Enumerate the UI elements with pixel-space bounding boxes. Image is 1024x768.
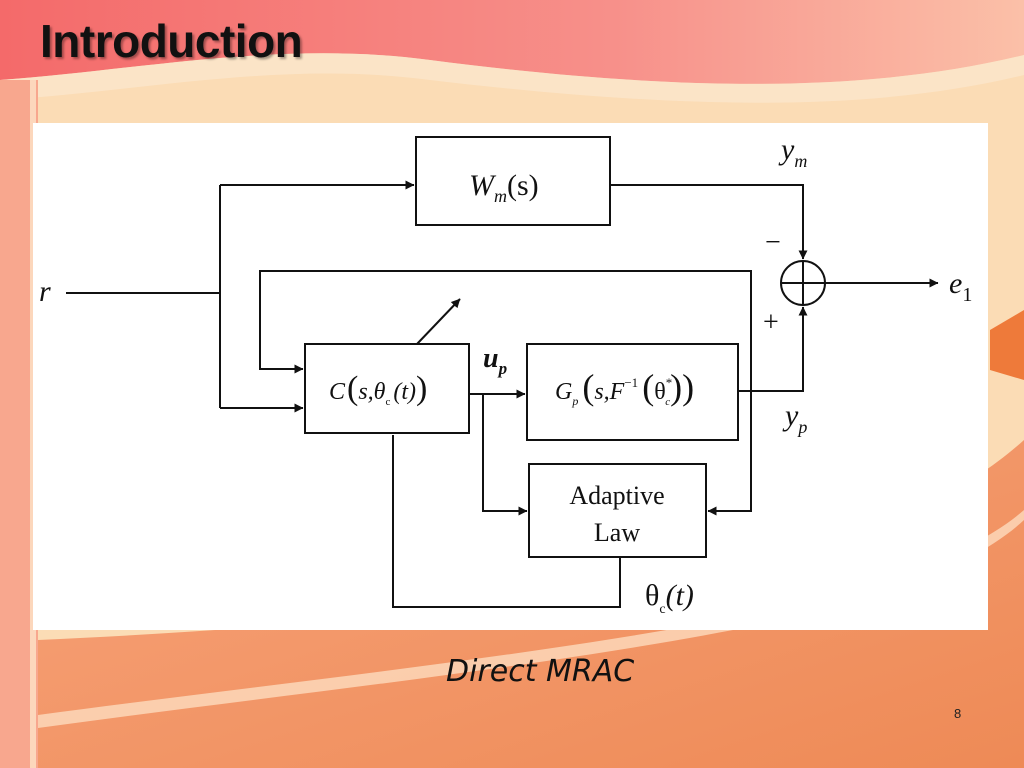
summing-plus-label: +	[763, 307, 779, 338]
controller-label: C(s,θc(t))	[329, 370, 427, 408]
mrac-block-diagram: Wm(s) ym r − + e1 C(s,θc(t)) up Gp(s,F−1…	[33, 123, 988, 630]
slide-title: Introduction	[40, 15, 303, 67]
error-e1-label: e1	[949, 267, 972, 306]
arrow-yp-to-sum	[738, 306, 808, 392]
diagram-caption: Direct MRAC	[446, 654, 635, 689]
arrow-feedback-to-controller	[259, 270, 752, 391]
adaptive-law-label-line1: Adaptive	[569, 481, 664, 510]
controller-block	[304, 343, 470, 434]
yp-label: yp	[782, 399, 807, 437]
reference-model-label: Wm(s)	[469, 169, 539, 206]
parameter-theta-label: θc(t)	[645, 579, 694, 617]
arrow-ym-to-sum	[610, 184, 808, 260]
plant-label: Gp(s,F−1(θ*c))	[555, 367, 694, 408]
ym-label: ym	[778, 133, 807, 171]
diagram-canvas: Wm(s) ym r − + e1 C(s,θc(t)) up Gp(s,F−1…	[39, 133, 972, 617]
summing-minus-label: −	[765, 227, 781, 258]
adaptive-law-label-line2: Law	[594, 518, 640, 547]
arrow-feedback-to-adaptive-law	[707, 391, 752, 516]
reference-model-block	[415, 136, 611, 226]
page-number: 8	[954, 706, 962, 721]
parameter-feedback-line	[392, 435, 621, 608]
input-r-label: r	[39, 275, 51, 308]
arrow-up-to-adaptive-law	[482, 394, 528, 516]
up-label: up	[483, 343, 507, 378]
adjustable-arrow	[416, 298, 461, 345]
adaptive-law-block	[528, 463, 707, 558]
